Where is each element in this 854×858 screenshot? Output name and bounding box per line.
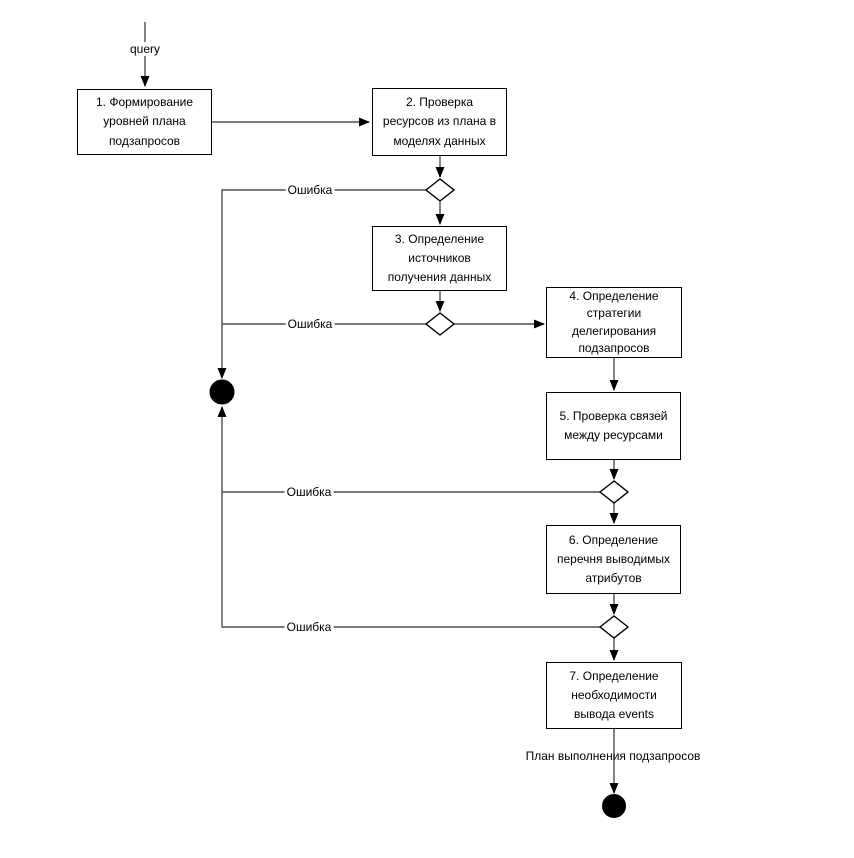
result-edge-label: План выполнения подзапросов xyxy=(525,749,701,763)
query-edge-label: query xyxy=(127,42,163,56)
step-5-box: 5. Проверка связей между ресурсами xyxy=(546,392,681,460)
step-4-label: 4. Определение стратегии делегирования п… xyxy=(569,288,659,355)
step-6-box: 6. Определение перечня выводимых атрибут… xyxy=(546,525,681,594)
step-7-label: 7. Определение необходимости вывода even… xyxy=(569,668,659,722)
step-5-label: 5. Проверка связей между ресурсами xyxy=(559,408,668,442)
decision-diamond-1 xyxy=(424,178,456,202)
error-edge-label-2: Ошибка xyxy=(285,317,335,331)
step-1-box: 1. Формирование уровней плана подзапросо… xyxy=(77,89,212,155)
decision-diamond-4 xyxy=(598,615,630,639)
edge-error-4 xyxy=(217,406,600,628)
edge-error-1 xyxy=(217,189,426,379)
error-edge-label-1: Ошибка xyxy=(285,183,335,197)
decision-diamond-3 xyxy=(598,480,630,504)
step-4-box: 4. Определение стратегии делегирования п… xyxy=(546,287,682,358)
decision-diamond-2 xyxy=(424,312,456,336)
error-edge-label-4: Ошибка xyxy=(284,620,334,634)
step-3-box: 3. Определение источников получения данн… xyxy=(372,226,507,291)
step-7-box: 7. Определение необходимости вывода even… xyxy=(546,662,682,729)
step-2-label: 2. Проверка ресурсов из плана в моделях … xyxy=(382,95,497,148)
error-edge-label-3: Ошибка xyxy=(284,485,334,499)
step-1-label: 1. Формирование уровней плана подзапросо… xyxy=(95,95,194,148)
error-terminal-node xyxy=(209,379,235,405)
step-2-box: 2. Проверка ресурсов из плана в моделях … xyxy=(372,88,507,156)
step-3-label: 3. Определение источников получения данн… xyxy=(387,231,492,285)
final-terminal-node xyxy=(602,794,626,818)
step-6-label: 6. Определение перечня выводимых атрибут… xyxy=(556,532,671,586)
